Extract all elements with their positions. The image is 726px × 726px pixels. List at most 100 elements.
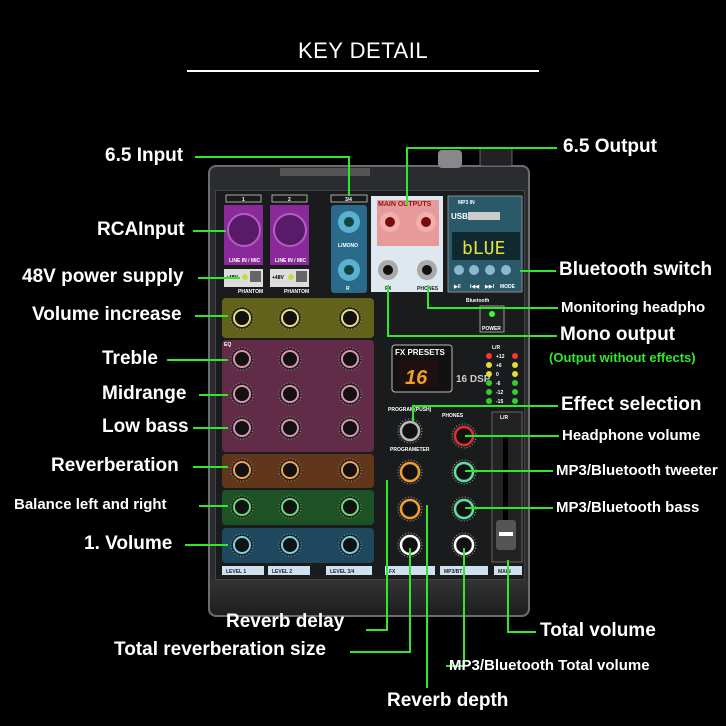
knob[interactable] (230, 533, 254, 557)
meter-led (486, 398, 492, 404)
knob[interactable] (397, 459, 423, 485)
label-reverb-delay: Reverb delay (226, 611, 345, 632)
label-mp3-bass: MP3/Bluetooth bass (556, 499, 700, 516)
svg-text:16 DSP: 16 DSP (456, 374, 491, 385)
knob[interactable] (397, 418, 423, 444)
dc-jack-icon (438, 150, 462, 168)
phantom-switch-2: +48V PHANTOM (270, 269, 309, 295)
meter-led (486, 353, 492, 359)
combo-input-1: LINE IN / MIC (224, 205, 263, 265)
phones-label: PHONES (442, 413, 464, 419)
meter-led (512, 353, 518, 359)
knob[interactable] (278, 533, 302, 557)
mp3-bluetooth-module: MP3 IN USB bLUE ▶II I◀◀ ▶▶I MODE (447, 195, 523, 293)
meter-led (486, 380, 492, 386)
svg-text:MAIN OUTPUTS: MAIN OUTPUTS (378, 201, 432, 208)
label-6-5-input: 6.5 Input (105, 145, 184, 166)
strip-label: MP3/BT (444, 569, 462, 575)
knob[interactable] (338, 533, 362, 557)
phantom-switch-1: +48V PHANTOM (224, 269, 263, 295)
programeter-label: PROGRAMETER (390, 447, 430, 453)
knob[interactable] (230, 382, 254, 406)
label-volume-increase: Volume increase (32, 304, 182, 325)
meter-level-label: -6 (496, 381, 501, 387)
knob[interactable] (230, 495, 254, 519)
svg-text:LINE IN / MIC: LINE IN / MIC (229, 258, 261, 264)
knob[interactable] (278, 495, 302, 519)
label-reverberation: Reverberation (51, 455, 179, 476)
svg-text:I◀◀: I◀◀ (470, 284, 479, 290)
leader-lines (167, 147, 559, 688)
knob[interactable] (397, 496, 423, 522)
strip-label: LEVEL 2 (272, 569, 292, 575)
jack-input-3-4: L/MONO R (331, 205, 367, 293)
knob[interactable] (338, 416, 362, 440)
label-mono-note: (Output without effects) (549, 350, 696, 365)
label-reverb-depth: Reverb depth (387, 690, 509, 711)
mixer-base (210, 580, 528, 615)
knob[interactable] (338, 347, 362, 371)
svg-text:▶▶I: ▶▶I (484, 284, 495, 290)
knob[interactable] (230, 458, 254, 482)
meter-led (486, 362, 492, 368)
label-6-5-output: 6.5 Output (563, 136, 657, 157)
knob[interactable] (338, 495, 362, 519)
knob[interactable] (451, 496, 477, 522)
strip-label: LEVEL 1 (226, 569, 246, 575)
label-treble: Treble (102, 348, 158, 369)
knob[interactable] (230, 347, 254, 371)
knob[interactable] (230, 306, 254, 330)
meter-level-label: +12 (496, 354, 505, 360)
bluetooth-label: Bluetooth (466, 298, 489, 304)
meter-led (512, 389, 518, 395)
svg-text:PHANTOM: PHANTOM (238, 289, 263, 295)
label-mp3-total: MP3/Bluetooth Total volume (449, 657, 650, 674)
label-rca-input: RCAInput (97, 219, 185, 240)
meter-level-label: +6 (496, 363, 502, 369)
svg-text:PHANTOM: PHANTOM (284, 289, 309, 295)
svg-text:MODE: MODE (500, 284, 516, 290)
svg-text:3/4: 3/4 (345, 197, 352, 203)
meter-led (512, 371, 518, 377)
label-balance: Balance left and right (14, 496, 167, 513)
knob[interactable] (278, 347, 302, 371)
svg-text:USB: USB (451, 212, 468, 221)
fx-presets-display: FX PRESETS 16 16 DSP (391, 344, 491, 393)
knob[interactable] (278, 306, 302, 330)
knob[interactable] (338, 306, 362, 330)
svg-text:L/R: L/R (500, 415, 508, 421)
level-meter: L/R +12+60-6-12-15 (486, 345, 518, 405)
knob[interactable] (338, 458, 362, 482)
knob[interactable] (278, 416, 302, 440)
knob[interactable] (230, 416, 254, 440)
label-reverb-size: Total reverberation size (114, 639, 326, 660)
program-label: PROGRAM(PUSH) (388, 407, 432, 413)
label-48v-power: 48V power supply (22, 266, 184, 287)
knob[interactable] (278, 382, 302, 406)
meter-led (512, 362, 518, 368)
meter-level-label: -15 (496, 399, 503, 405)
main-fader[interactable]: L/R (491, 411, 523, 563)
svg-text:MP3 IN: MP3 IN (458, 200, 475, 206)
channel-headers: 1 2 3/4 (225, 194, 368, 203)
knob[interactable] (338, 382, 362, 406)
label-mono-output: Mono output (560, 324, 676, 345)
meter-led (512, 398, 518, 404)
power-switch-icon (479, 147, 513, 167)
svg-text:+48V: +48V (272, 275, 284, 281)
svg-text:L/MONO: L/MONO (338, 243, 358, 249)
svg-text:▶II: ▶II (453, 284, 461, 290)
knob[interactable] (278, 458, 302, 482)
svg-text:2: 2 (288, 197, 291, 203)
svg-text:POWER: POWER (482, 326, 501, 332)
label-headphone-volume: Headphone volume (562, 427, 701, 444)
meter-led (486, 389, 492, 395)
meter-level-label: 0 (496, 372, 499, 378)
title-divider (187, 70, 539, 72)
meter-level-label: -12 (496, 390, 503, 396)
svg-text:R: R (346, 286, 350, 292)
combo-input-2: LINE IN / MIC (270, 205, 309, 265)
label-effect-selection: Effect selection (561, 394, 702, 415)
meter-led (486, 371, 492, 377)
